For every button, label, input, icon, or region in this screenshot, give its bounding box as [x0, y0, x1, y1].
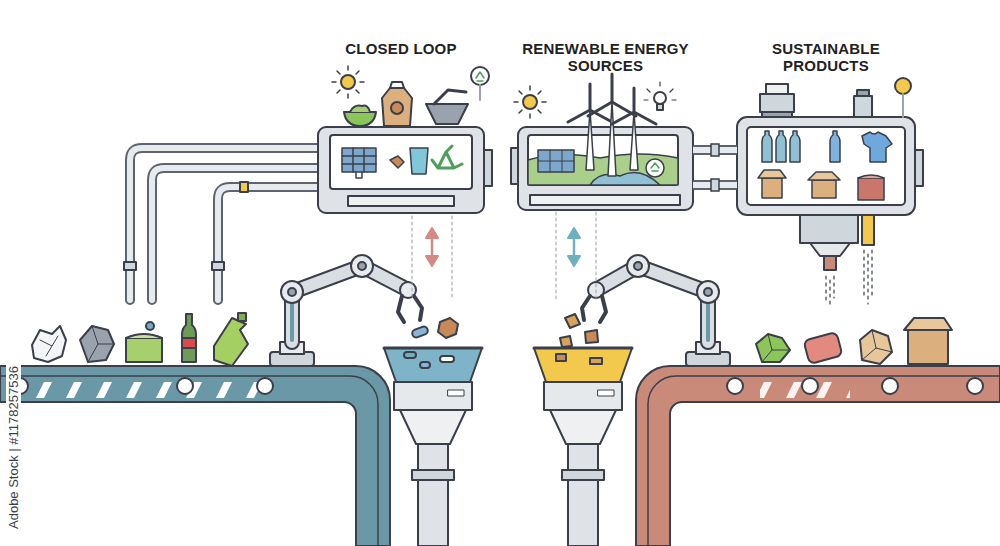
product-icons: [760, 78, 911, 117]
energy-icons: [514, 82, 676, 118]
section-heading: CLOSED LOOP: [318, 40, 484, 57]
sorting-bin: [384, 348, 482, 546]
product-items: [756, 318, 952, 364]
watermark: Adobe Stock | #1178257536: [6, 363, 21, 532]
left-conveyor: [0, 366, 390, 546]
closed-loop-machine: [318, 127, 492, 213]
wind-turbines: [568, 74, 664, 177]
section-heading: RENEWABLE ENERGY SOURCES: [518, 40, 693, 74]
machine-node: RENEWABLE ENERGY SOURCES: [518, 40, 693, 211]
pipe-connector: [693, 144, 737, 156]
closed-loop-icons: [332, 66, 489, 126]
feed-pipes: [124, 148, 318, 300]
machine-node: CLOSED LOOP: [318, 40, 484, 214]
drips: [826, 250, 872, 306]
transfer-arrows: [412, 212, 596, 300]
sorting-bin: [534, 348, 632, 546]
falling-items: [411, 314, 598, 347]
machine-node: SUSTAINABLE PRODUCTS: [737, 40, 915, 216]
renewable-energy-machine: [511, 127, 693, 210]
pipe-connector: [693, 179, 737, 191]
right-conveyor: [636, 366, 1000, 546]
section-heading: SUSTAINABLE PRODUCTS: [737, 40, 915, 74]
products-machine: [737, 117, 923, 270]
waste-items: [32, 313, 248, 366]
